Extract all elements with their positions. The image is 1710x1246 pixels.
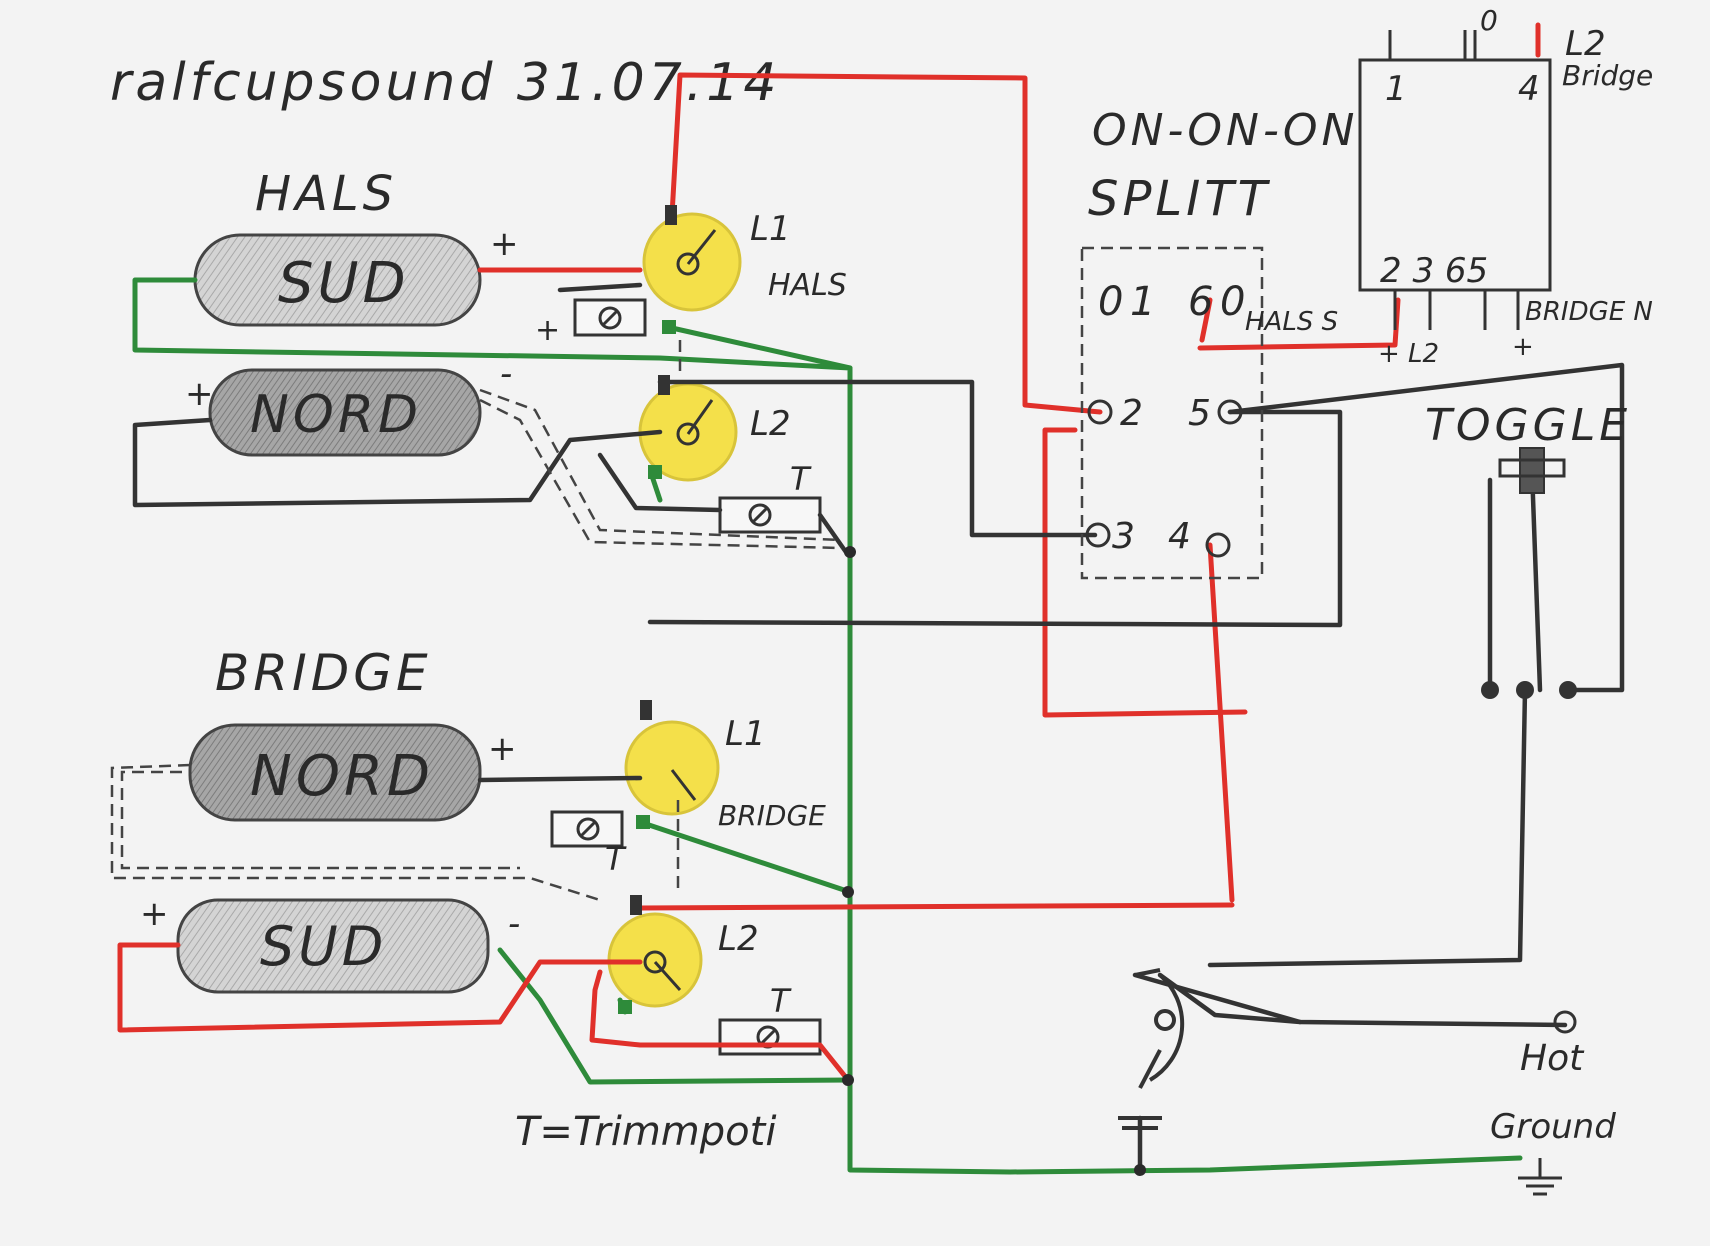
pinout-tab-right-sub: Bridge [1562, 59, 1653, 92]
neck-title: HALS [255, 166, 397, 222]
bridge-south-plus: + [140, 894, 169, 934]
neck-south-coil-label: SUD [278, 251, 410, 316]
switch-title-line2: SPLITT [1088, 171, 1271, 227]
bridge-trimmer-bottom-label: T [770, 982, 792, 1020]
pinout-pins-bottom: 2 3 65 [1380, 251, 1488, 291]
pot-lugs-black [630, 205, 677, 915]
bridge-l1-label: L1 [725, 714, 766, 754]
ground-symbol-icon [1518, 1158, 1562, 1196]
neck-south-plus: + [490, 224, 519, 264]
bridge-title: BRIDGE [215, 644, 432, 702]
neck-north-coil [208, 368, 482, 457]
switch-pinout-tabs [1388, 30, 1520, 330]
neck-trimmer-bottom-label: T [790, 460, 812, 498]
pinout-mark-left: + L2 [1378, 339, 1439, 369]
bridge-south-minus: - [508, 904, 520, 944]
neck-l1-label: L1 [750, 209, 791, 249]
bridge-l2-label: L2 [718, 919, 759, 959]
neck-l2-label: L2 [750, 404, 791, 444]
black-wires [132, 282, 1625, 1173]
pinout-pin-4: 4 [1518, 69, 1540, 109]
bridge-south-coil-label: SUD [260, 915, 387, 978]
hot-label: Hot [1520, 1038, 1585, 1079]
neck-l1-sublabel: HALS [768, 268, 847, 303]
switch-lug-0a: 0 [1098, 279, 1123, 325]
ground-label: Ground [1490, 1107, 1616, 1147]
shield-dashed-lines [110, 246, 1264, 902]
switch-title-line1: ON-ON-ON [1092, 105, 1358, 156]
neck-l2-pot-shaft [676, 422, 700, 446]
pot-terminals [618, 320, 676, 1014]
hot-terminal [1553, 1010, 1577, 1034]
pinout-label-right: BRIDGE N [1525, 297, 1653, 327]
pinout-mark-right: + [1512, 332, 1534, 362]
neck-l1-pot [642, 212, 742, 312]
bridge-l1-pot [624, 720, 720, 816]
neck-north-coil-label: NORD [250, 385, 422, 445]
output-jack-icon [1118, 968, 1185, 1130]
red-wires [117, 22, 1541, 1083]
switch-lug-1: 1 [1130, 279, 1155, 325]
switch-lugs [1085, 399, 1243, 558]
toggle-switch-icon [1498, 447, 1566, 494]
switch-lug-4: 4 [1168, 516, 1191, 557]
neck-north-plus: + [185, 374, 214, 414]
switch-lug-6: 6 [1188, 279, 1213, 325]
switch-pinout-box [1358, 58, 1552, 292]
bridge-north-coil-label: NORD [250, 744, 434, 809]
toggle-label: TOGGLE [1425, 400, 1631, 451]
author-date-label: ralfcupsound 31.07.14 [110, 53, 780, 113]
switch-lug-3: 3 [1112, 516, 1135, 557]
switch-lug-2: 2 [1120, 393, 1143, 434]
pinout-tab-mid: 0 [1480, 4, 1498, 37]
switch-lug-5: 5 [1188, 393, 1211, 434]
bridge-l2-pot-shaft [643, 950, 667, 974]
neck-l1-pot-shaft [676, 252, 700, 276]
bridge-north-coil [188, 723, 482, 822]
switch-lug-0b: 0 [1220, 279, 1245, 325]
toggle-lugs [1481, 681, 1577, 699]
bridge-l1-sublabel: BRIDGE [718, 799, 826, 832]
bridge-trimmer-top-label: T [605, 840, 627, 878]
pinout-label-left: HALS S [1245, 307, 1338, 337]
bridge-north-plus: + [488, 729, 517, 769]
pinout-tab-right: L2 [1565, 24, 1606, 64]
footnote-trimmpoti: T=Trimmpoti [515, 1109, 776, 1155]
solder-joints [842, 546, 1146, 1176]
neck-trimmer-top-plus: + [535, 313, 560, 348]
neck-north-minus: - [500, 354, 512, 394]
pinout-pin-1: 1 [1385, 69, 1407, 109]
